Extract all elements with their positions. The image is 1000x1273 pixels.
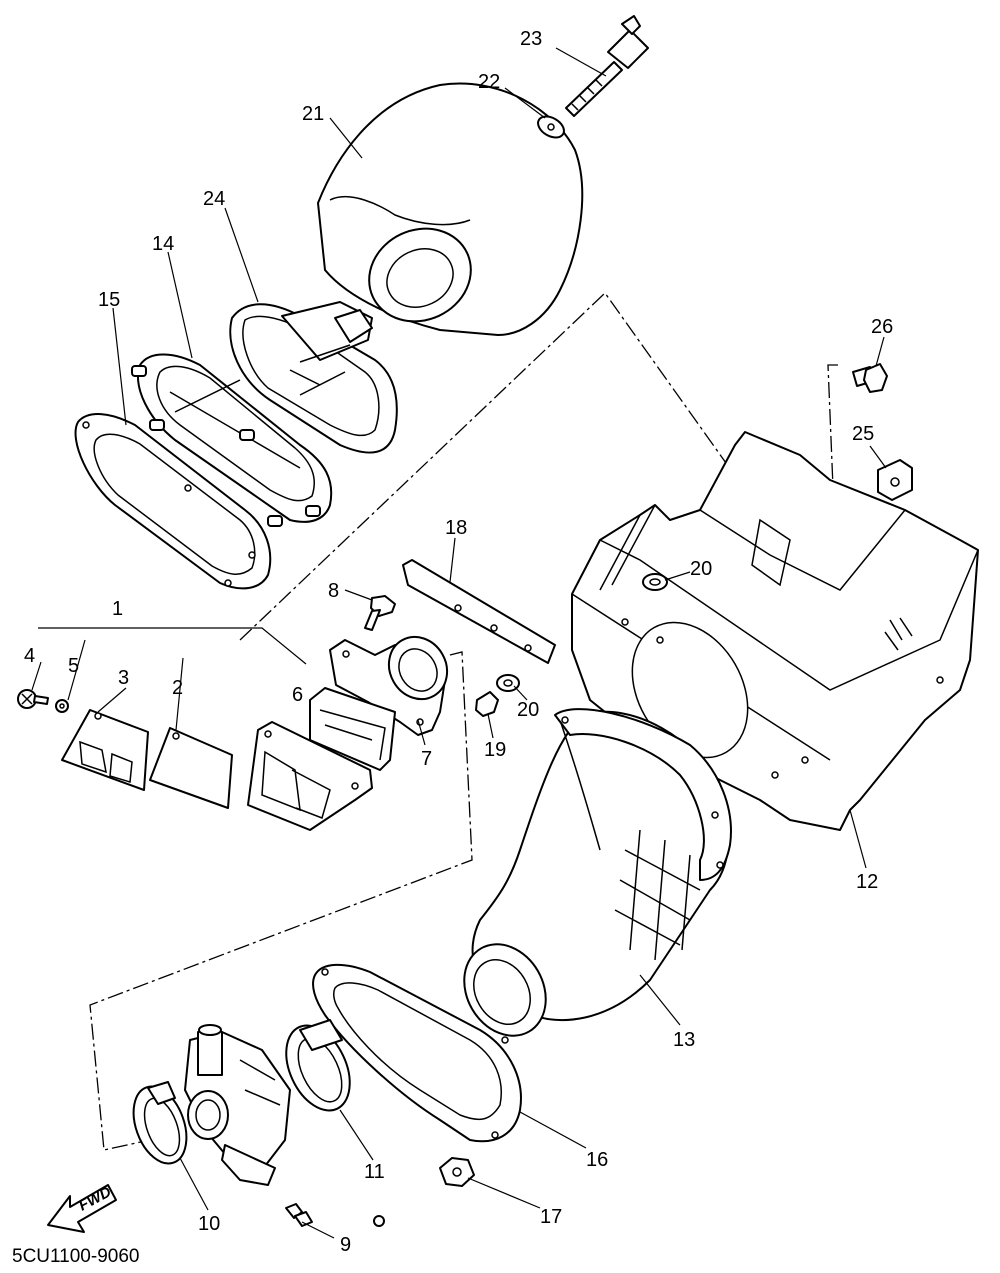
screw-4 <box>17 689 49 709</box>
wing-bolt-23 <box>565 15 649 117</box>
callout-4: 4 <box>24 645 35 667</box>
callout-5: 5 <box>68 655 79 677</box>
plate-18 <box>402 559 556 664</box>
leader-lines <box>31 47 887 1239</box>
callout-3: 3 <box>118 667 129 689</box>
bolt-26 <box>852 363 888 393</box>
callout-21: 21 <box>302 103 324 125</box>
callout-24: 24 <box>203 188 225 210</box>
callout-9: 9 <box>340 1234 351 1256</box>
bolt-8 <box>364 595 396 631</box>
filter-guide-24 <box>229 301 398 454</box>
air-filter-element <box>317 82 584 336</box>
washer-5 <box>55 699 69 713</box>
collar-19 <box>475 691 499 717</box>
grommet-20a <box>642 573 668 591</box>
gasket-15 <box>74 413 272 590</box>
callout-23: 23 <box>520 28 542 50</box>
air-filter-case-12 <box>571 431 979 831</box>
grommet-20b <box>496 674 520 692</box>
callout-25: 25 <box>852 423 874 445</box>
reed-2 <box>149 727 233 809</box>
gasket-16 <box>312 963 522 1143</box>
reed-valve-assembly-1 <box>247 721 373 831</box>
callout-19: 19 <box>484 739 506 761</box>
callout-18: 18 <box>445 517 467 539</box>
clamp-11 <box>285 1019 351 1112</box>
callout-1: 1 <box>112 598 123 620</box>
callout-12: 12 <box>856 871 878 893</box>
callout-15: 15 <box>98 289 120 311</box>
callout-11: 11 <box>364 1161 385 1183</box>
washer-22 <box>537 115 565 139</box>
callout-20a: 20 <box>690 558 712 580</box>
callout-26: 26 <box>871 316 893 338</box>
callout-7: 7 <box>421 748 432 770</box>
intake-duct-13 <box>463 708 732 1037</box>
clamp-10 <box>132 1081 188 1165</box>
intake-joint-7 <box>329 635 449 736</box>
callout-17: 17 <box>540 1206 562 1228</box>
clip-nut-25 <box>877 459 913 501</box>
nut-17 <box>439 1157 475 1187</box>
callout-20b: 20 <box>517 699 539 721</box>
callout-8: 8 <box>328 580 339 602</box>
callout-22: 22 <box>478 71 500 93</box>
carburetor <box>184 1024 291 1186</box>
callout-labels: 23 22 21 24 14 15 26 25 18 20 8 1 5 4 3 … <box>24 28 893 1256</box>
callout-16: 16 <box>586 1149 608 1171</box>
screws-9 <box>285 1203 385 1227</box>
callout-14: 14 <box>152 233 174 255</box>
callout-13: 13 <box>673 1029 695 1051</box>
diagram-code: 5CU1100-9060 <box>12 1246 139 1267</box>
filter-holder-14 <box>131 353 333 527</box>
reed-stopper-3 <box>61 709 149 791</box>
callout-10: 10 <box>198 1213 220 1235</box>
callout-6: 6 <box>292 684 303 706</box>
callout-2: 2 <box>172 677 183 699</box>
fwd-arrow-icon: FWD <box>47 1183 117 1233</box>
